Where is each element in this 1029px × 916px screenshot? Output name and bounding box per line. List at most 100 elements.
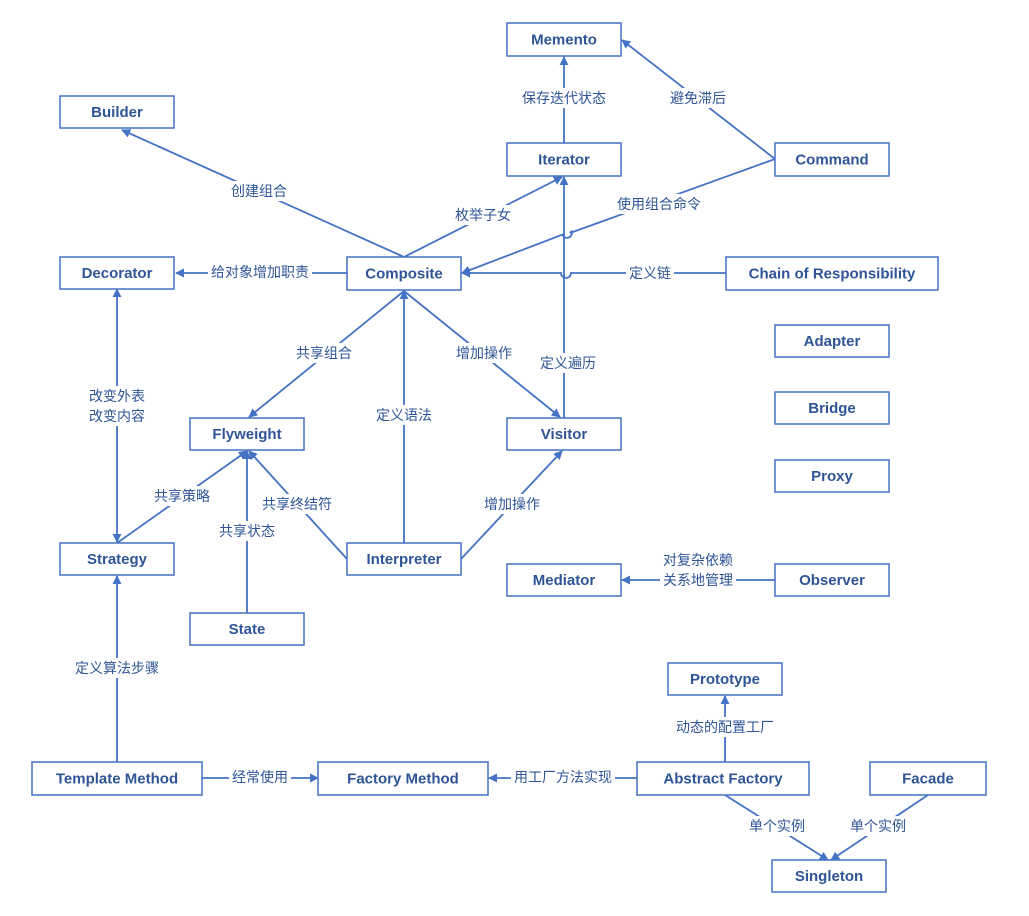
edge-label-background (453, 343, 515, 363)
edge-label-text: 定义算法步骤 (75, 661, 159, 677)
edge-label-line: 避免滞后 (670, 91, 726, 107)
edge-label-abstract-to-factory: 用工厂方法实现 (511, 767, 615, 787)
node-label: Mediator (533, 572, 596, 589)
edge-label-background (660, 550, 736, 590)
node-proxy: Proxy (774, 459, 890, 493)
node-factory: Factory Method (317, 761, 489, 796)
node-label: Observer (799, 572, 865, 589)
edge-label-text: 创建组合 (231, 184, 287, 200)
node-label: Abstract Factory (663, 771, 783, 788)
node-facade: Facade (869, 761, 987, 796)
node-interpreter: Interpreter (346, 542, 462, 576)
node-box (774, 142, 890, 177)
edge-label-background (229, 767, 291, 787)
edge-label-background (293, 343, 355, 363)
node-bridge: Bridge (774, 391, 890, 425)
node-label: State (229, 621, 266, 638)
edge-label-text: 枚举子女 (455, 207, 511, 224)
edge-label-text: 避免滞后 (670, 91, 726, 107)
node-command: Command (774, 142, 890, 177)
node-box (31, 761, 203, 796)
edge-label-line: 共享组合 (296, 345, 352, 362)
node-box (774, 391, 890, 425)
node-label: Bridge (808, 400, 856, 417)
edge-label-composite-to-builder: 创建组合 (228, 181, 290, 201)
node-box (59, 95, 175, 129)
node-box (189, 612, 305, 646)
edge-label-background (537, 353, 599, 373)
node-box (774, 563, 890, 597)
edge-label-composite-to-decorator: 给对象增加职责 (208, 262, 312, 282)
edge-label-line: 保存迭代状态 (522, 91, 606, 107)
edge-label-background (626, 263, 674, 283)
edge-label-line: 定义遍历 (540, 356, 596, 372)
node-box (771, 859, 887, 893)
node-label: Facade (902, 771, 954, 788)
node-label: Factory Method (347, 771, 459, 788)
node-observer: Observer (774, 563, 890, 597)
edge-label-line: 增加操作 (484, 497, 540, 513)
node-label: Composite (365, 266, 443, 283)
edge-label-text: 定义语法 (376, 408, 432, 424)
edge-label-line: 经常使用 (232, 769, 288, 786)
node-label: Singleton (795, 868, 863, 885)
edge-label-line: 给对象增加职责 (211, 265, 309, 281)
edge-label-line: 改变外表 (89, 389, 145, 405)
edge-label-line: 枚举子女 (455, 207, 511, 224)
edge-label-command-to-composite: 使用组合命令 (614, 194, 704, 214)
node-strategy: Strategy (59, 542, 175, 576)
node-label: Visitor (541, 426, 588, 443)
edge-label-text: 给对象增加职责 (211, 265, 309, 281)
node-visitor: Visitor (506, 417, 622, 451)
edge-label-background (373, 405, 435, 425)
node-box (725, 256, 939, 291)
edge-label-background (86, 386, 148, 426)
edge-label-interpreter-to-flyweight: 共享终结符 (259, 494, 335, 514)
edge-label-background (259, 494, 335, 514)
node-box (506, 142, 622, 177)
edge-label-line: 共享状态 (219, 523, 275, 540)
node-box (506, 563, 622, 597)
edge-label-line: 定义语法 (376, 408, 432, 424)
edge-label-text: 共享状态 (219, 523, 275, 540)
node-label: Builder (91, 104, 143, 121)
edge-label-template-to-factory: 经常使用 (229, 767, 291, 787)
node-box (59, 256, 175, 290)
edge-label-background (511, 767, 615, 787)
node-box (59, 542, 175, 576)
edge-label-background (216, 521, 278, 541)
node-singleton: Singleton (771, 859, 887, 893)
node-box (506, 417, 622, 451)
node-box (636, 761, 810, 796)
edge-labels-layer: 保存迭代状态避免滞后创建组合枚举子女使用组合命令给对象增加职责定义链共享组合增加… (72, 88, 909, 836)
edge-label-line: 共享策略 (154, 488, 210, 505)
edge-label-composite-to-flyweight: 共享组合 (293, 343, 355, 363)
edge-chain-to-composite (461, 268, 726, 279)
edge-label-text: 单个实例 (850, 819, 906, 835)
edge-label-state-to-flyweight: 共享状态 (216, 521, 278, 541)
edge-label-interpreter-to-composite: 定义语法 (373, 405, 435, 425)
edge-label-text: 动态的配置工厂 (676, 720, 774, 736)
edge-command-to-composite (461, 158, 776, 275)
edge-label-background (667, 88, 729, 108)
node-chain: Chain of Responsibility (725, 256, 939, 291)
edge-label-line: 用工厂方法实现 (514, 770, 612, 786)
edge-label-text: 共享组合 (296, 345, 352, 362)
edge-label-background (208, 262, 312, 282)
edge-label-text: 增加操作 (456, 346, 512, 362)
edge-label-background (452, 205, 514, 225)
edge-label-text: 共享终结符 (262, 496, 332, 513)
edge-label-text: 定义链 (629, 266, 671, 282)
node-state: State (189, 612, 305, 646)
edge-label-text: 改变外表改变内容 (89, 389, 145, 425)
node-box (346, 542, 462, 576)
node-mediator: Mediator (506, 563, 622, 597)
node-label: Iterator (538, 152, 590, 169)
node-label: Template Method (56, 771, 178, 788)
edge-label-text: 使用组合命令 (617, 196, 701, 213)
node-decorator: Decorator (59, 256, 175, 290)
node-box (346, 256, 462, 291)
edge-label-background (72, 658, 162, 678)
edge-label-background (519, 88, 609, 108)
